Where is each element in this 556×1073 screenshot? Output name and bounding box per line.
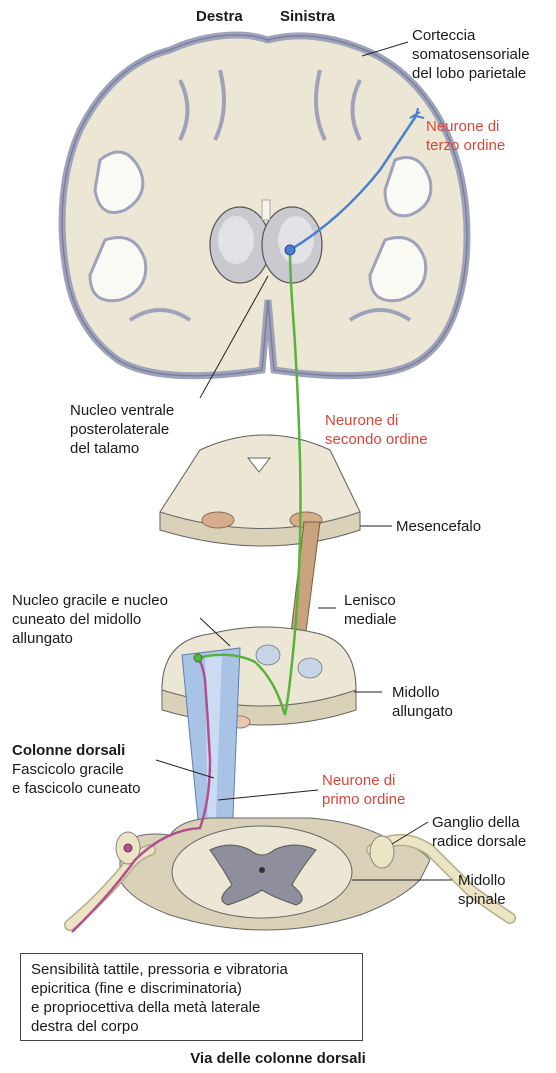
ganglion-label-1: Ganglio della bbox=[432, 813, 520, 832]
spinal-cord-label-1: Midollo bbox=[458, 871, 506, 890]
midbrain-label: Mesencefalo bbox=[396, 517, 481, 536]
lemniscus-label-2: mediale bbox=[344, 610, 397, 629]
gracile-cuneate-label-3: allungato bbox=[12, 629, 73, 648]
dorsal-columns-title: Colonne dorsali bbox=[12, 741, 125, 760]
sensation-line-3: e propriocettiva della metà laterale bbox=[31, 998, 352, 1017]
cortex-label-3: del lobo parietale bbox=[412, 64, 526, 83]
second-order-label-2: secondo ordine bbox=[325, 430, 428, 449]
medulla-label-1: Midollo bbox=[392, 683, 440, 702]
third-order-soma bbox=[285, 245, 295, 255]
thalamus-label-3: del talamo bbox=[70, 439, 139, 458]
lemniscus-label-1: Lenisco bbox=[344, 591, 396, 610]
midbrain-slice bbox=[160, 435, 360, 546]
sensation-box: Sensibilità tattile, pressoria e vibrato… bbox=[20, 953, 363, 1041]
spinal-cord-label-2: spinale bbox=[458, 890, 506, 909]
first-order-label-1: Neurone di bbox=[322, 771, 395, 790]
second-order-label-1: Neurone di bbox=[325, 411, 398, 430]
third-order-label-2: terzo ordine bbox=[426, 136, 505, 155]
second-order-soma bbox=[194, 654, 202, 662]
third-order-label-1: Neurone di bbox=[426, 117, 499, 136]
ganglion-label-2: radice dorsale bbox=[432, 832, 526, 851]
gracile-cuneate-label-1: Nucleo gracile e nucleo bbox=[12, 591, 168, 610]
header-left-label: Sinistra bbox=[280, 7, 335, 26]
sensation-line-4: destra del corpo bbox=[31, 1017, 352, 1036]
dorsal-columns-sub-2: e fascicolo cuneato bbox=[12, 779, 140, 798]
thalamus-label-1: Nucleo ventrale bbox=[70, 401, 174, 420]
thalamus-label-2: posterolaterale bbox=[70, 420, 169, 439]
sensation-line-2: epicritica (fine e discriminatoria) bbox=[31, 979, 352, 998]
cortex-label-1: Corteccia bbox=[412, 26, 475, 45]
first-order-label-2: primo ordine bbox=[322, 790, 405, 809]
spinal-cord-slice bbox=[120, 818, 430, 930]
header-right-label: Destra bbox=[196, 7, 243, 26]
gracile-cuneate-label-2: cuneato del midollo bbox=[12, 610, 141, 629]
first-order-soma bbox=[124, 844, 132, 852]
medulla-label-2: allungato bbox=[392, 702, 453, 721]
brain-coronal-section bbox=[62, 35, 467, 376]
cortex-label-2: somatosensoriale bbox=[412, 45, 530, 64]
figure-caption: Via delle colonne dorsali bbox=[0, 1050, 556, 1067]
dorsal-columns-sub-1: Fascicolo gracile bbox=[12, 760, 124, 779]
sensation-line-1: Sensibilità tattile, pressoria e vibrato… bbox=[31, 960, 352, 979]
